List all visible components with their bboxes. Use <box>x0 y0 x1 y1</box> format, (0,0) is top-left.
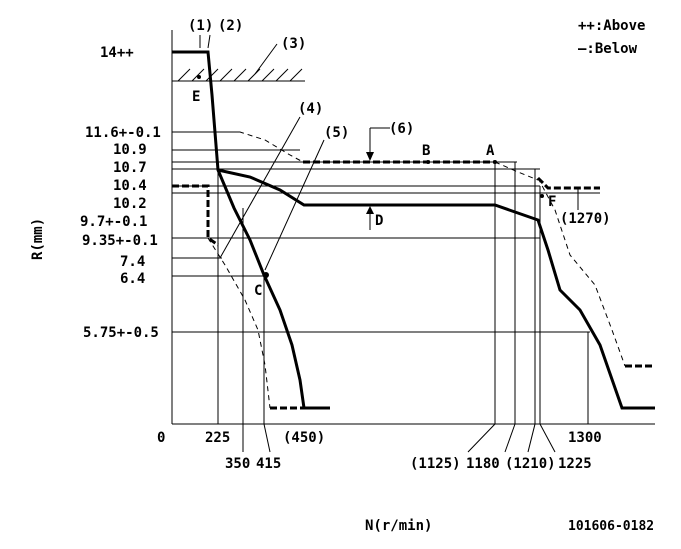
arrow-6-down-head <box>366 152 374 161</box>
y-tick-10-2: 10.2 <box>113 196 147 212</box>
callout-2: (2) <box>218 18 243 34</box>
y-tick-5-75: 5.75+-0.5 <box>83 325 159 341</box>
x-tick-225: 225 <box>205 430 230 446</box>
point-f-label: F <box>548 194 556 210</box>
leader-2 <box>207 34 211 49</box>
legend-below: —:Below <box>578 41 638 57</box>
start-dashed-segment <box>172 184 219 247</box>
callout-5: (5) <box>324 125 349 141</box>
upper-thin-dashed <box>212 131 304 163</box>
right-thin-dashed <box>537 177 626 367</box>
diagram-code: 101606-0182 <box>568 519 654 534</box>
x-tick-1210: (1210) <box>505 456 556 472</box>
legend-above: ++:Above <box>578 18 645 34</box>
a-to-f-dashed <box>494 161 539 181</box>
x-tick-1270: (1270) <box>560 211 611 227</box>
x-axis-label: N(r/min) <box>365 518 432 534</box>
full-load-curve <box>172 50 330 410</box>
callout-3: (3) <box>281 36 306 52</box>
y-axis-label: R(mm) <box>30 218 46 260</box>
x-leader-1125 <box>467 423 496 453</box>
point-f-dot <box>540 194 544 198</box>
callout-6: (6) <box>389 121 414 137</box>
point-e-label: E <box>192 89 200 105</box>
y-tick-9-7: 9.7+-0.1 <box>80 214 147 230</box>
x-leader-1225 <box>539 423 556 453</box>
x-tick-415: 415 <box>256 456 281 472</box>
y-tick-10-4: 10.4 <box>113 178 147 194</box>
x-leader-1210 <box>527 423 536 453</box>
y-tick-9-35: 9.35+-0.1 <box>82 233 158 249</box>
x-tick-350: 350 <box>225 456 250 472</box>
leader-3 <box>254 43 278 75</box>
point-a-label: A <box>486 143 495 159</box>
high-speed-dashed <box>536 176 600 190</box>
y-tick-6-4: 6.4 <box>120 271 145 287</box>
point-b-dot <box>426 160 430 164</box>
leader-5 <box>264 139 325 271</box>
leader-4 <box>219 116 301 259</box>
point-b-label: B <box>422 143 430 159</box>
stopper-hatching <box>177 68 303 82</box>
point-e-dot <box>197 75 201 79</box>
x-tick-1125: (1125) <box>410 456 461 472</box>
point-c-label: C <box>254 283 262 299</box>
y-tick-7-4: 7.4 <box>120 254 145 270</box>
x-tick-1300: 1300 <box>568 430 602 446</box>
origin-label: 0 <box>157 430 165 446</box>
callout-4: (4) <box>298 101 323 117</box>
x-tick-1180: 1180 <box>466 456 500 472</box>
y-tick-11-6: 11.6+-0.1 <box>85 125 161 141</box>
governor-curve <box>217 168 655 410</box>
y-tick-14: 14++ <box>100 45 134 61</box>
x-tick-450: (450) <box>283 430 325 446</box>
x-leader-415 <box>263 423 271 453</box>
point-d-label: D <box>375 213 383 229</box>
lower-thin-dashed <box>207 237 271 409</box>
y-tick-10-9: 10.9 <box>113 142 147 158</box>
arrow-6-up-head <box>366 206 374 214</box>
callout-1: (1) <box>188 18 213 34</box>
y-tick-10-7: 10.7 <box>113 160 147 176</box>
x-tick-1225: 1225 <box>558 456 592 472</box>
x-leader-1180 <box>504 423 516 453</box>
